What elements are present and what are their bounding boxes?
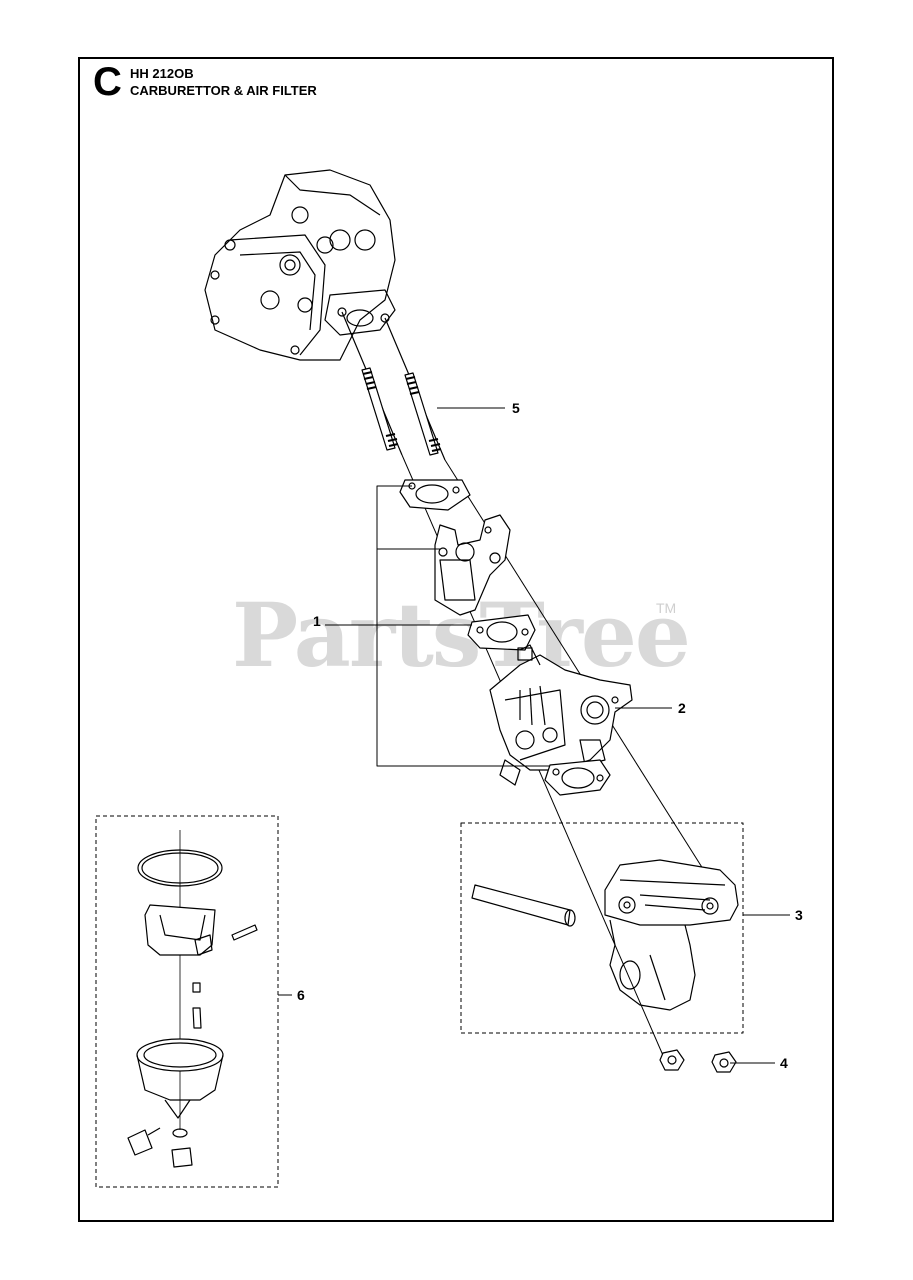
callout-1: 1	[313, 613, 321, 629]
callout-6: 6	[297, 987, 305, 1003]
fuel-kit	[127, 830, 258, 1168]
callout-2: 2	[678, 700, 686, 716]
callout-5: 5	[512, 400, 520, 416]
nuts	[659, 1049, 737, 1073]
carburettor	[489, 644, 633, 786]
air-filter-group-box	[460, 822, 744, 1034]
breather-tube	[471, 884, 576, 927]
gasket-middle	[467, 614, 536, 651]
watermark-tm: TM	[656, 600, 677, 616]
insulator-bracket	[434, 514, 511, 616]
air-filter-housing	[604, 859, 739, 1011]
gasket-upper	[399, 479, 471, 511]
callout-1-bracket	[325, 485, 550, 767]
model-label: HH 212OB	[130, 66, 194, 81]
studs	[341, 311, 446, 461]
page-title: CARBURETTOR & AIR FILTER	[130, 83, 317, 98]
leader-lines	[278, 407, 790, 1064]
gasket-lower	[544, 759, 611, 796]
section-letter: C	[93, 60, 122, 104]
callout-3: 3	[795, 907, 803, 923]
cylinder-head	[204, 169, 396, 361]
callout-4: 4	[780, 1055, 788, 1071]
diagram-frame	[78, 57, 834, 1222]
fuel-kit-group-box	[95, 815, 279, 1188]
